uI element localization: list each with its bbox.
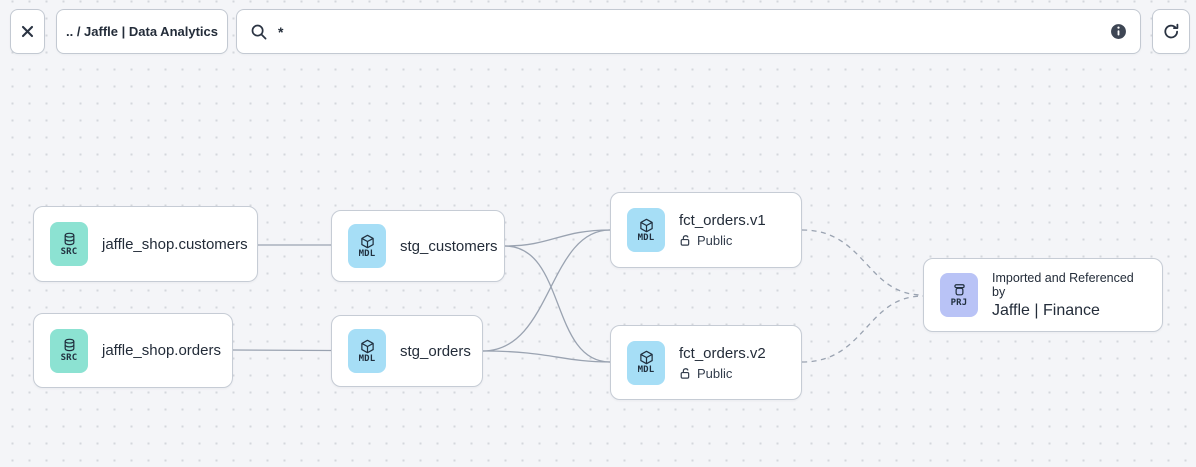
node-type-badge: SRC [60,246,78,257]
refresh-button[interactable] [1152,9,1190,54]
access-row: Public [679,366,766,381]
access-label: Public [697,365,733,381]
node-type-badge: MDL [358,353,376,364]
node-stg-orders[interactable]: MDL stg_orders [331,315,483,387]
node-fct-orders-v2[interactable]: MDL fct_orders.v2 Public [610,325,802,400]
node-type-badge: MDL [637,365,655,375]
refresh-icon [1162,22,1181,41]
node-label: stg_customers [400,237,498,255]
node-label: jaffle_shop.customers [102,235,248,253]
node-src-orders[interactable]: SRC jaffle_shop.orders [33,313,233,388]
database-icon [62,232,77,247]
unlock-icon [679,234,692,247]
node-src-customers[interactable]: SRC jaffle_shop.customers [33,206,258,282]
close-button[interactable] [10,9,45,54]
close-icon [19,23,36,40]
project-tile: PRJ [940,273,978,317]
search-input[interactable] [278,23,1100,40]
database-icon [62,338,77,353]
node-project-finance[interactable]: PRJ Imported and Referenced by Jaffle | … [923,258,1163,332]
unlock-icon [679,367,692,380]
access-label: Public [697,233,733,248]
model-tile: MDL [627,340,665,385]
package-icon [639,218,654,233]
node-fct-orders-v1[interactable]: MDL fct_orders.v1 Public [610,192,802,268]
edge-src-orders-stg-orders [232,349,332,352]
edge-stg-customers-fct-v1 [504,229,611,247]
access-row: Public [679,233,766,248]
node-label: fct_orders.v2 [679,344,766,362]
edge-stg-orders-fct-v1 [482,229,611,352]
node-label: Jaffle | Finance [992,301,1100,319]
node-label: stg_orders [400,342,471,360]
node-type-badge: PRJ [950,297,968,308]
search-bar [236,9,1141,54]
edge-fct-v1-prj [801,229,924,296]
package-icon [360,234,375,249]
source-tile: SRC [50,222,88,266]
model-tile: MDL [348,224,386,268]
edge-stg-customers-fct-v2 [504,245,611,363]
edge-fct-v2-prj [801,295,924,363]
model-tile: MDL [348,329,386,373]
project-reference-title: Imported and Referenced by [992,270,1134,299]
node-type-badge: SRC [60,353,78,363]
model-tile: MDL [627,208,665,252]
edge-stg-orders-fct-v2 [482,350,611,363]
node-stg-customers[interactable]: MDL stg_customers [331,210,505,282]
archive-icon [952,283,967,298]
info-icon[interactable] [1110,23,1127,40]
node-type-badge: MDL [637,232,655,243]
breadcrumb: .. / Jaffle | Data Analytics [66,24,218,39]
node-label: jaffle_shop.orders [102,342,221,359]
source-tile: SRC [50,328,88,373]
package-icon [360,339,375,354]
node-label: fct_orders.v1 [679,212,766,229]
breadcrumb-button[interactable]: .. / Jaffle | Data Analytics [56,9,228,54]
search-icon [250,23,268,41]
node-type-badge: MDL [358,248,376,259]
package-icon [639,350,654,365]
